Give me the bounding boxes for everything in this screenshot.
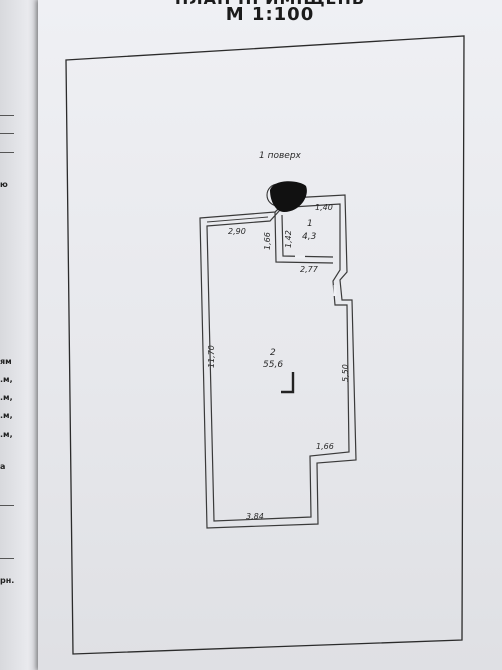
dimension-corridor-right: 1,42	[284, 230, 293, 248]
left-page-fragment: .м,	[0, 430, 13, 439]
room-marker	[281, 372, 295, 394]
drawing-frame	[65, 35, 465, 655]
left-page-fragment: а	[0, 462, 6, 471]
room-1-area: 4,3	[302, 232, 317, 242]
redacted-mark	[270, 181, 307, 212]
left-page-fragment: рн.	[0, 576, 15, 585]
left-page-rule	[0, 133, 14, 134]
dimension-left-height: 11,70	[207, 345, 216, 368]
plan-title: ПЛАН ПРИМІЩЕНЬ	[38, 0, 502, 8]
door-gaps	[295, 255, 337, 296]
left-page-fragment: ю	[0, 180, 8, 189]
room-2-area: 55,6	[263, 360, 283, 370]
dimension-step: 1,66	[316, 442, 334, 451]
left-page-fragment: .м,	[0, 393, 13, 402]
left-page-rule	[0, 152, 14, 153]
dimension-bottom: 3,84	[246, 512, 264, 521]
floor-label: 1 поверх	[259, 151, 302, 161]
plan-scale: М 1:100	[225, 4, 315, 25]
plan-sheet: ПЛАН ПРИМІЩЕНЬ М 1:100	[38, 0, 502, 670]
left-page-rule	[0, 505, 14, 506]
dimension-room1-bottom: 2,77	[300, 265, 319, 274]
dimension-room1-width: 1,40	[315, 203, 333, 212]
left-page-rule	[0, 558, 14, 559]
dimension-top-left: 2,90	[228, 227, 246, 236]
left-page-fragment: .м,	[0, 375, 13, 384]
room-1-number: 1	[307, 219, 313, 229]
left-page-fragment: .м,	[0, 411, 13, 420]
dimension-right-height: 5,50	[341, 364, 350, 382]
left-page-rule	[0, 115, 14, 116]
dimension-corridor-left: 1,66	[263, 232, 272, 250]
left-page-fragment: ям	[0, 357, 12, 366]
room-2-number: 2	[270, 348, 276, 358]
left-page-edge: ю ям .м, .м, .м, .м, а рн.	[0, 0, 40, 670]
